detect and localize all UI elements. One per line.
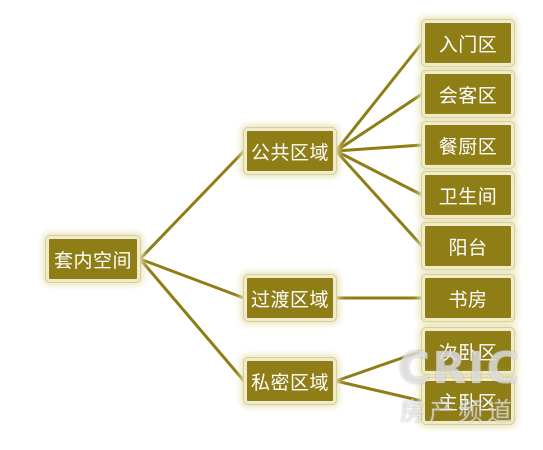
- leaf-node-label: 书房: [448, 288, 488, 311]
- connector-public-bath: [334, 149, 424, 197]
- group-node-transition: 过渡区域: [244, 275, 336, 321]
- connector-root-private: [138, 257, 246, 383]
- leaf-node-balcony: 阳台: [422, 223, 514, 269]
- connector-public-balcony: [334, 149, 424, 248]
- connector-public-entry: [334, 41, 424, 153]
- connector-private-second: [334, 349, 424, 383]
- connector-root-public: [138, 149, 246, 261]
- leaf-node-master-bedroom: 主卧区: [422, 378, 514, 424]
- leaf-node-entry: 入门区: [422, 20, 514, 66]
- group-node-public: 公共区域: [244, 128, 336, 174]
- group-node-private: 私密区域: [244, 358, 336, 404]
- leaf-node-second-bedroom: 次卧区: [422, 328, 514, 374]
- leaf-node-label: 阳台: [448, 236, 488, 259]
- connector-lines: [138, 41, 424, 403]
- connector-public-living: [334, 92, 424, 153]
- group-node-label: 过渡区域: [250, 288, 329, 311]
- connector-root-transition: [138, 257, 246, 300]
- leaf-node-label: 卫生间: [438, 185, 498, 208]
- leaf-node-label: 会客区: [438, 84, 498, 107]
- leaf-node-label: 入门区: [438, 33, 498, 56]
- leaf-node-dining: 餐厨区: [422, 122, 514, 168]
- leaf-node-label: 主卧区: [438, 391, 498, 414]
- leaf-node-study: 书房: [422, 275, 514, 321]
- leaf-node-label: 餐厨区: [438, 135, 498, 158]
- leaf-node-living: 会客区: [422, 71, 514, 117]
- connector-private-master: [334, 379, 424, 403]
- root-node-label: 套内空间: [53, 249, 132, 272]
- group-node-label: 公共区域: [250, 141, 329, 164]
- leaf-node-label: 次卧区: [438, 341, 498, 364]
- root-node: 套内空间: [46, 236, 140, 282]
- leaf-node-bathroom: 卫生间: [422, 172, 514, 218]
- group-node-label: 私密区域: [250, 371, 329, 394]
- connector-public-dining: [334, 143, 424, 153]
